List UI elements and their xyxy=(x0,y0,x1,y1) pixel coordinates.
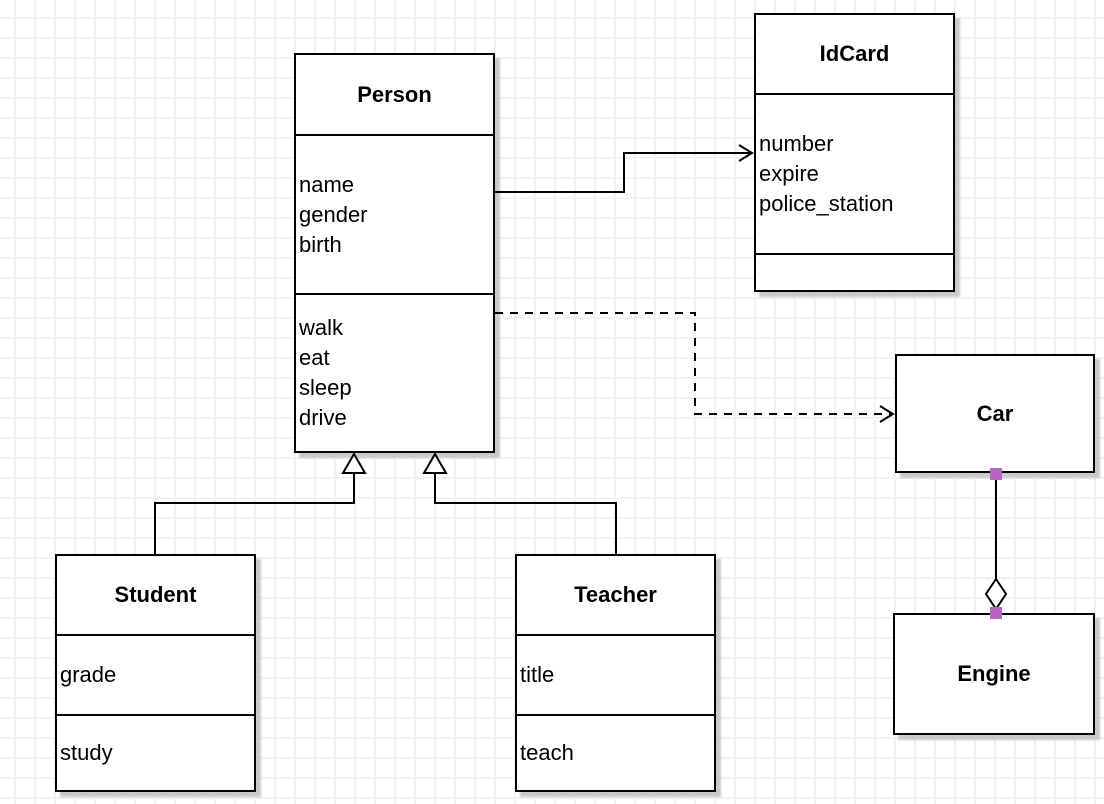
dependency-connector-person-car[interactable] xyxy=(495,312,895,423)
attribute-grade: grade xyxy=(60,662,117,687)
open-arrowhead-icon xyxy=(879,405,895,423)
class-box-teacher[interactable]: Teacher title teach xyxy=(515,554,716,792)
attribute-birth: birth xyxy=(299,231,342,257)
method-teach: teach xyxy=(520,740,574,765)
class-box-student[interactable]: Student grade study xyxy=(55,554,256,792)
class-title-car: Car xyxy=(976,400,1014,426)
class-title-idcard: IdCard xyxy=(819,41,890,66)
methods-compartment-teacher: teach xyxy=(517,714,714,790)
attributes-compartment-student: grade xyxy=(57,634,254,714)
attribute-number: number xyxy=(759,131,834,156)
class-box-car[interactable]: Car xyxy=(895,354,1095,473)
class-box-person[interactable]: Person name gender birth walk eat sleep … xyxy=(294,53,495,453)
hollow-triangle-icon xyxy=(341,452,367,474)
aggregation-connector-car-engine[interactable] xyxy=(984,468,1008,619)
attributes-compartment-teacher: title xyxy=(517,634,714,714)
methods-compartment-person: walk eat sleep drive xyxy=(296,293,493,451)
method-drive: drive xyxy=(299,405,347,430)
method-walk: walk xyxy=(299,315,344,340)
attribute-police-station: police_station xyxy=(759,191,894,216)
association-connector-person-idcard[interactable] xyxy=(495,144,754,193)
class-title-student: Student xyxy=(114,582,197,607)
method-study: study xyxy=(60,740,113,765)
attributes-compartment-person: name gender birth xyxy=(296,134,493,293)
method-eat: eat xyxy=(299,345,330,370)
open-arrowhead-icon xyxy=(738,144,754,162)
generalization-connector-teacher-person[interactable] xyxy=(422,452,617,554)
class-box-engine[interactable]: Engine xyxy=(893,613,1095,735)
attribute-expire: expire xyxy=(759,161,819,186)
attribute-gender: gender xyxy=(299,201,368,227)
hollow-triangle-icon xyxy=(422,452,448,474)
hollow-diamond-icon xyxy=(984,577,1008,611)
generalization-connector-student-person[interactable] xyxy=(154,452,367,554)
class-title-teacher: Teacher xyxy=(574,582,657,607)
attributes-compartment-idcard: number expire police_station xyxy=(756,93,953,253)
methods-compartment-student: study xyxy=(57,714,254,790)
class-title-engine: Engine xyxy=(957,661,1031,686)
methods-compartment-idcard-empty xyxy=(756,253,953,290)
class-title-person: Person xyxy=(357,81,432,107)
class-box-idcard[interactable]: IdCard number expire police_station xyxy=(754,13,955,292)
attribute-title: title xyxy=(520,662,555,687)
attribute-name: name xyxy=(299,171,355,197)
method-sleep: sleep xyxy=(299,375,352,400)
